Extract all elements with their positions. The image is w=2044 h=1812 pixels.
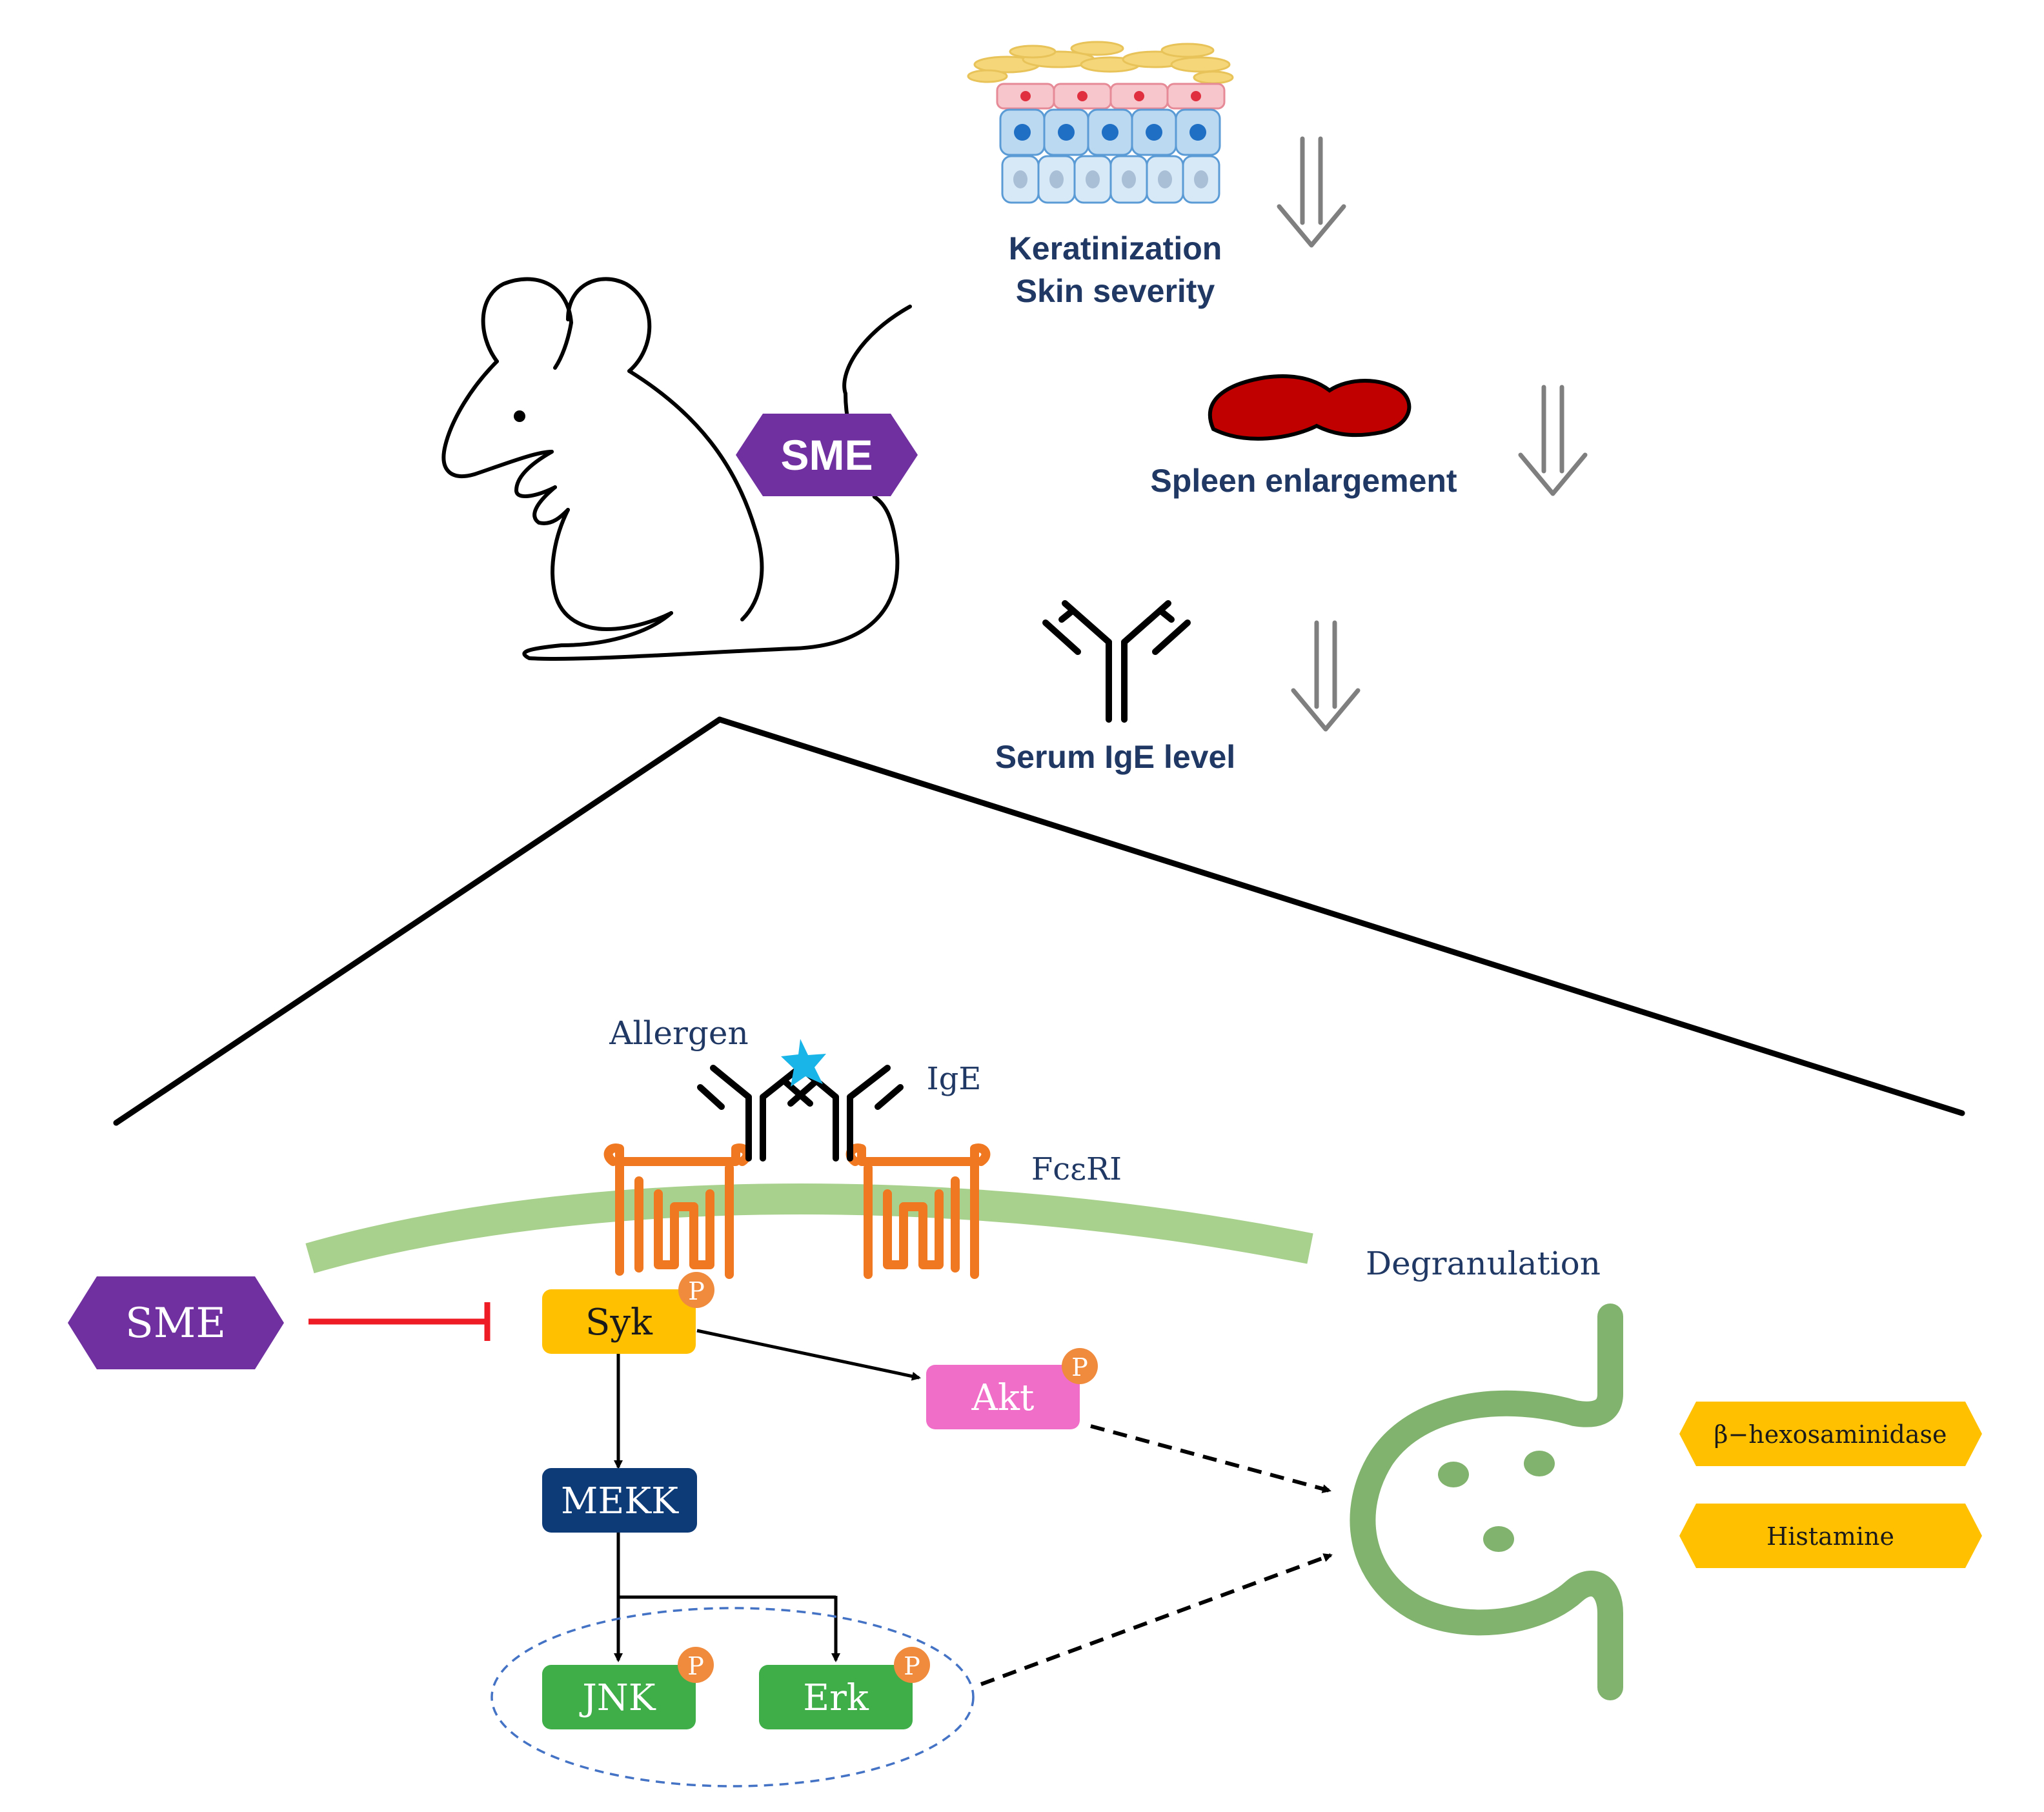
mekk-label: MEKK — [561, 1480, 679, 1522]
mekk-node: MEKK — [542, 1468, 697, 1533]
erk-label: Erk — [803, 1677, 869, 1719]
sme-badge-top: SME — [736, 414, 918, 496]
akt-label: Akt — [971, 1377, 1035, 1419]
decrease-arrow-ige — [1291, 620, 1361, 732]
mouse-illustration — [441, 277, 912, 661]
erk-node: Erk P — [759, 1647, 930, 1729]
ige-level-label: Serum IgE level — [995, 739, 1235, 775]
zoom-wedge — [113, 716, 1965, 1126]
erk-phospho-label: P — [904, 1652, 920, 1680]
mouse-eye — [514, 410, 525, 422]
degranulation-label: Degranulation — [1366, 1245, 1601, 1282]
mediator-histamine: Histamine — [1679, 1504, 1982, 1568]
ige-antibody-icon-top — [1042, 600, 1191, 723]
decrease-arrow-spleen — [1518, 385, 1588, 496]
akt-phospho-label: P — [1071, 1353, 1088, 1382]
akt-phospho-badge — [1062, 1348, 1098, 1384]
allergen-label: Allergen — [609, 1014, 748, 1052]
jnk-node: JNK P — [542, 1647, 714, 1729]
jnk-phospho-badge — [678, 1647, 714, 1683]
sme-badge-pathway: SME — [68, 1276, 284, 1369]
skin-label-line1: Keratinization — [1009, 230, 1222, 267]
skin-layers-icon — [967, 41, 1234, 204]
akt-node: Akt P — [926, 1348, 1098, 1429]
spleen-label: Spleen enlargement — [1150, 463, 1457, 499]
inhibition-line — [309, 1302, 491, 1341]
sme-badge-pathway-label: SME — [125, 1300, 226, 1347]
fceri-receptor-left — [603, 1143, 752, 1279]
signaling-arrows — [614, 1329, 921, 1662]
mediator-hexosaminidase-label: β−hexosaminidase — [1714, 1420, 1947, 1449]
mediator-hexosaminidase: β−hexosaminidase — [1679, 1402, 1982, 1466]
jnk-label: JNK — [579, 1677, 656, 1719]
granules — [1438, 1451, 1555, 1552]
erk-phospho-badge — [894, 1647, 930, 1683]
syk-label: Syk — [585, 1302, 653, 1344]
syk-phospho-label: P — [688, 1277, 705, 1305]
spleen-icon — [1208, 374, 1412, 441]
degranulating-cell-icon — [1350, 1304, 1623, 1700]
mapk-group-outline — [491, 1607, 975, 1787]
skin-label-line2: Skin severity — [1016, 273, 1215, 309]
syk-phospho-badge — [678, 1272, 714, 1308]
receptor-label: FcεRI — [1031, 1151, 1122, 1187]
mediator-histamine-label: Histamine — [1766, 1522, 1894, 1551]
decrease-arrow-skin — [1277, 136, 1346, 248]
sme-badge-top-label: SME — [780, 431, 873, 479]
ige-label: IgE — [927, 1061, 982, 1097]
jnk-phospho-label: P — [687, 1652, 704, 1680]
allergen-star-icon — [781, 1039, 826, 1087]
degranulation-arrows — [980, 1424, 1333, 1686]
cell-membrane — [305, 1183, 1313, 1274]
syk-node: Syk P — [542, 1272, 714, 1354]
